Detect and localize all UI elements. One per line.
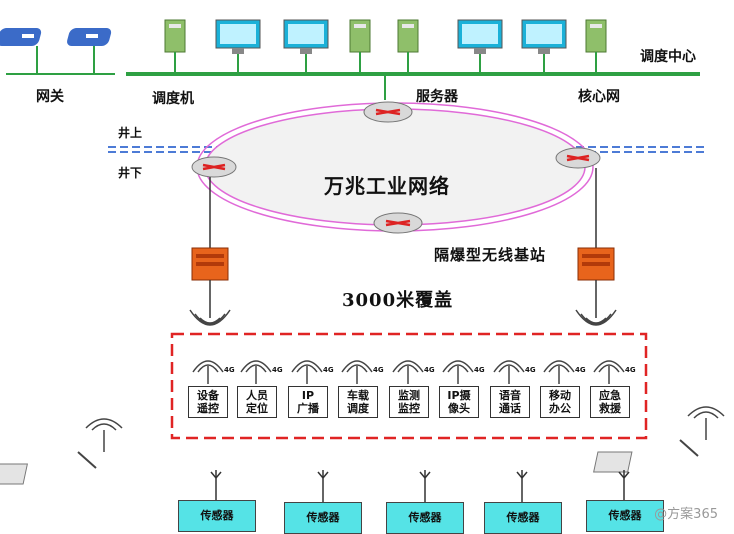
gateway-device-icon [0,28,42,74]
signal-badge: 4G [575,366,586,374]
sensor-box: 传感器 [386,502,464,534]
service-ip-camera: IP摄像头 [439,386,479,418]
wireless-terminal-icon [593,406,725,473]
router-icon [373,212,423,234]
monitor-icon [283,19,329,74]
monitor-icon [457,19,503,74]
service-equipment-remote: 设备遥控 [188,386,228,418]
server-label: 服务器 [416,89,458,105]
sensor-box: 传感器 [586,500,664,532]
base-station-icon [191,247,229,281]
pc-tower-icon [349,19,371,74]
service-vehicle-dispatch: 车载调度 [338,386,378,418]
signal-badge: 4G [525,366,536,374]
signal-badge: 4G [625,366,636,374]
pc-tower-icon [585,19,607,74]
signal-badge: 4G [424,366,435,374]
signal-badge: 4G [474,366,485,374]
signal-badge: 4G [323,366,334,374]
pc-tower-icon [164,19,186,74]
gateway-label: 网关 [36,89,64,105]
wireless-signal-icon [189,309,231,326]
wireless-signal-icon [575,309,617,326]
base-station-label: 隔爆型无线基站 [434,246,547,264]
service-mobile-office: 移动办公 [540,386,580,418]
dispatcher-label: 调度机 [152,91,194,107]
service-signal-icons [192,360,625,384]
watermark: @方案365 [654,507,718,522]
ring-title: 万兆工业网络 [324,174,450,198]
router-icon [555,147,601,169]
signal-badge: 4G [224,366,235,374]
service-monitoring: 监测监控 [389,386,429,418]
ring-network [204,108,586,226]
core-network-label: 核心网 [578,89,620,105]
dispatch-center-label: 调度中心 [640,49,696,65]
service-emergency-rescue: 应急救援 [590,386,630,418]
signal-badge: 4G [373,366,384,374]
coverage-label: 3000米覆盖 [342,290,454,311]
sensor-box: 传感器 [484,502,562,534]
router-icon [363,101,413,123]
service-personnel-location: 人员定位 [237,386,277,418]
router-icon [191,156,237,178]
below-ground-label: 井下 [118,166,143,180]
signal-badge: 4G [272,366,283,374]
above-ground-label: 井上 [118,126,143,140]
monitor-icon [215,19,261,74]
monitor-icon [521,19,567,74]
wireless-terminal-icon [0,418,123,485]
gateway-device-icon [67,28,112,74]
sensor-box: 传感器 [284,502,362,534]
sensor-box: 传感器 [178,500,256,532]
sensor-antennas [210,470,630,502]
service-voice-call: 语音通话 [490,386,530,418]
pc-tower-icon [397,19,419,74]
base-station-icon [577,247,615,281]
